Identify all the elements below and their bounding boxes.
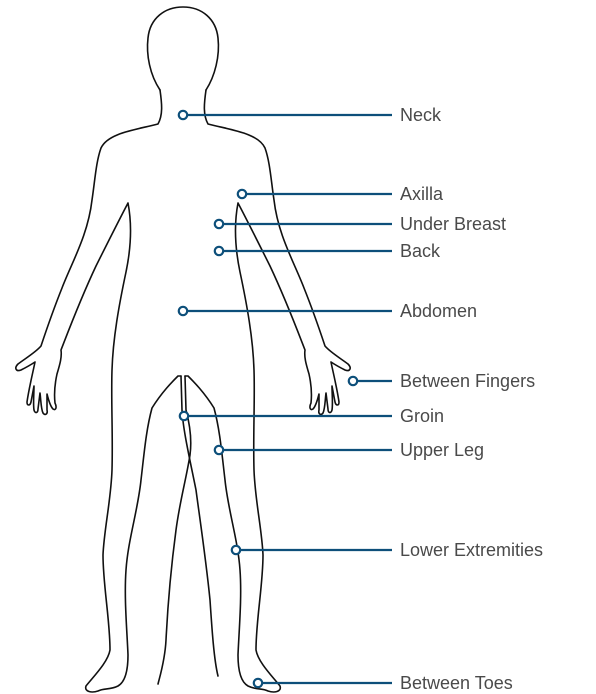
- upper-leg-marker: [215, 446, 223, 454]
- between-fingers-marker: [349, 377, 357, 385]
- label-between-toes: Between Toes: [400, 673, 513, 693]
- head-outline: [148, 7, 219, 90]
- between-toes-marker: [254, 679, 262, 687]
- label-between-fingers: Between Fingers: [400, 371, 535, 391]
- back-marker: [215, 247, 223, 255]
- label-neck: Neck: [400, 105, 441, 125]
- label-axilla: Axilla: [400, 184, 443, 204]
- label-back: Back: [400, 241, 440, 261]
- abdomen-marker: [179, 307, 187, 315]
- inner-leg-outline: [181, 376, 218, 676]
- marker-dots: [179, 111, 357, 687]
- label-under-breast: Under Breast: [400, 214, 506, 234]
- label-lower-extremities: Lower Extremities: [400, 540, 543, 560]
- left-side-outline: [16, 90, 181, 692]
- under-breast-marker: [215, 220, 223, 228]
- axilla-marker: [238, 190, 246, 198]
- label-groin: Groin: [400, 406, 444, 426]
- label-abdomen: Abdomen: [400, 301, 477, 321]
- neck-marker: [179, 111, 187, 119]
- inner-leg-outline-right: [158, 376, 191, 684]
- groin-marker: [180, 412, 188, 420]
- leader-lines: [183, 115, 392, 683]
- label-upper-leg: Upper Leg: [400, 440, 484, 460]
- lower-extremities-marker: [232, 546, 240, 554]
